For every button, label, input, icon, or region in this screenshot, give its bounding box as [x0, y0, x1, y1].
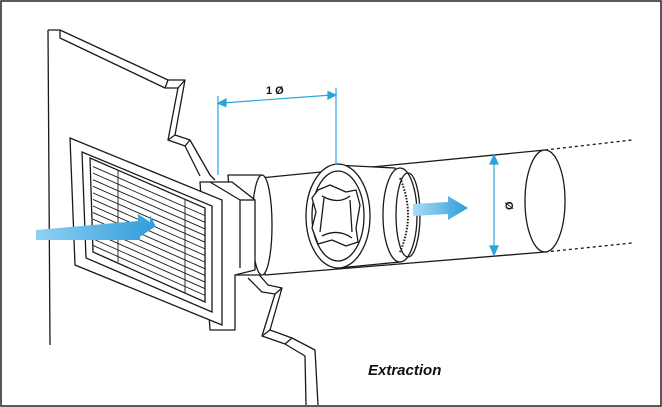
grille-slat	[92, 238, 206, 290]
spacing-dimension	[216, 88, 338, 175]
grille-slat	[92, 179, 206, 230]
diameter-dimension	[489, 153, 499, 257]
grille-slat	[92, 172, 206, 223]
grille-slat	[92, 212, 206, 263]
diameter-label: Ø	[504, 201, 516, 210]
diagram-caption: Extraction	[368, 362, 441, 379]
grille-slat	[92, 231, 206, 283]
grille-slat	[92, 245, 206, 296]
duct-pipe-end	[524, 149, 566, 253]
grille-slats	[92, 166, 206, 296]
grille-slat	[92, 205, 206, 256]
fan-impeller	[311, 184, 361, 247]
spacing-label: 1 Ø	[266, 85, 284, 97]
wall-panel	[47, 29, 51, 346]
grille-slat	[92, 166, 206, 217]
grille-slat	[92, 185, 206, 236]
grille-slat	[92, 192, 206, 243]
wall-top-edge	[48, 29, 216, 181]
airflow-out-arrow	[413, 196, 468, 220]
